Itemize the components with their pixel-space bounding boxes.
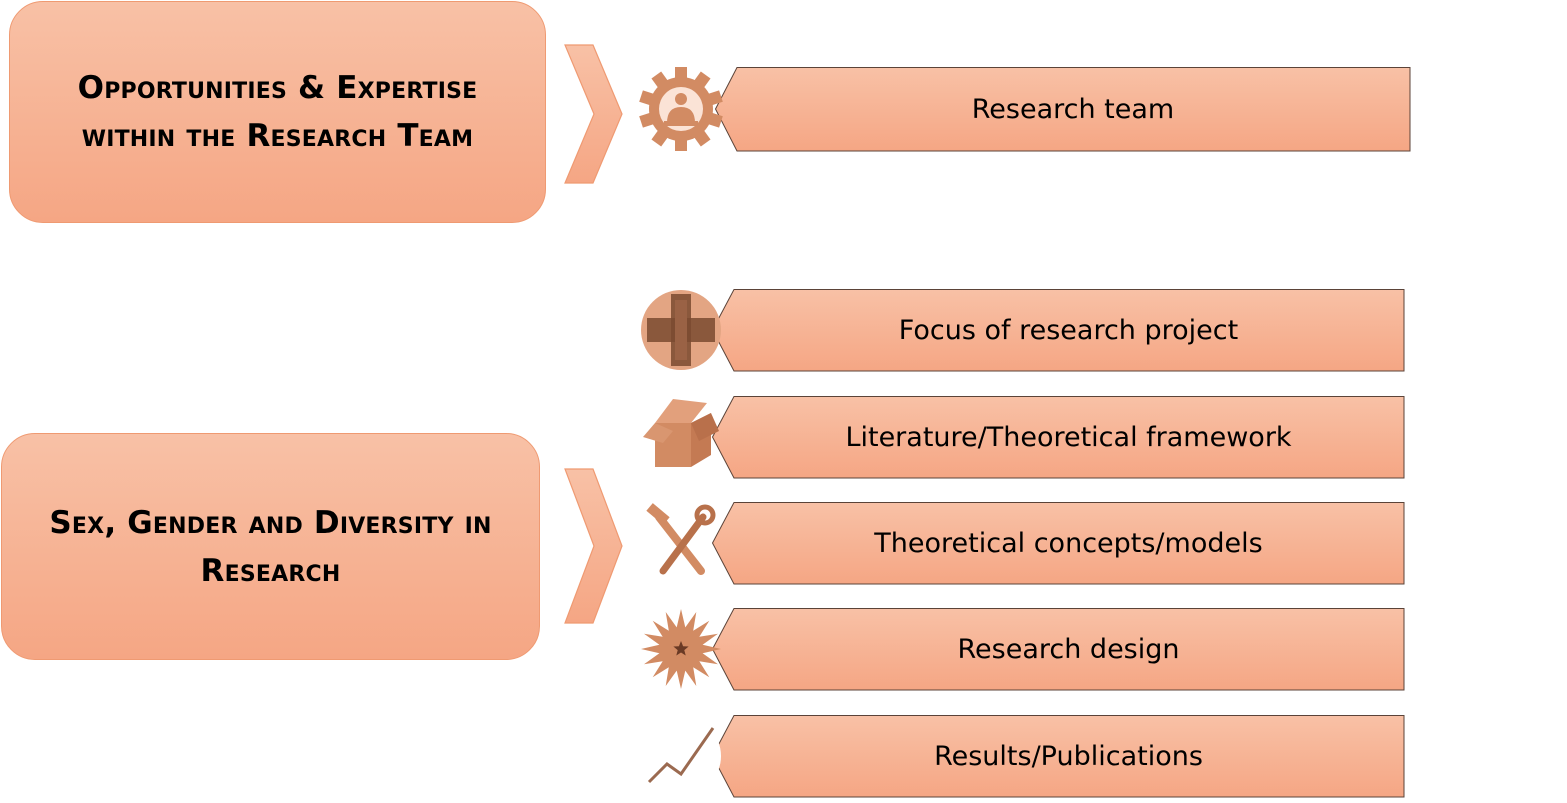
gear-person-icon [639, 67, 723, 156]
item-bar-shape [712, 502, 1405, 585]
chevron-arrow-icon [564, 468, 623, 624]
cross-icon [639, 288, 723, 377]
tools-icon [639, 501, 723, 590]
item-bar: Results/Publications [712, 715, 1405, 798]
item-bar: Focus of research project [712, 289, 1405, 372]
item-bar: Theoretical concepts/models [712, 502, 1405, 585]
item-bar: Research design [712, 608, 1405, 691]
open-box-icon [639, 395, 723, 484]
item-label: Research team [971, 94, 1175, 125]
item-label: Results/Publications [934, 741, 1203, 772]
group-title: Sex, Gender and Diversity in Research [49, 504, 492, 589]
starburst-icon [639, 607, 723, 696]
group-box-diversity: Sex, Gender and Diversity in Research [1, 433, 540, 660]
chevron-arrow-icon [564, 44, 623, 184]
line-chart-icon [639, 714, 723, 803]
group-box-team: Opportunities & Expertise within the Res… [9, 1, 546, 223]
item-label: Theoretical concepts/models [874, 528, 1263, 559]
item-label: Literature/Theoretical framework [845, 422, 1292, 453]
item-label: Focus of research project [898, 315, 1239, 346]
item-label: Research design [957, 634, 1180, 665]
group-title: Opportunities & Expertise within the Res… [77, 70, 478, 154]
item-bar: Literature/Theoretical framework [712, 396, 1405, 479]
item-bar-shape [712, 608, 1405, 691]
item-bar: Research team [715, 67, 1411, 152]
